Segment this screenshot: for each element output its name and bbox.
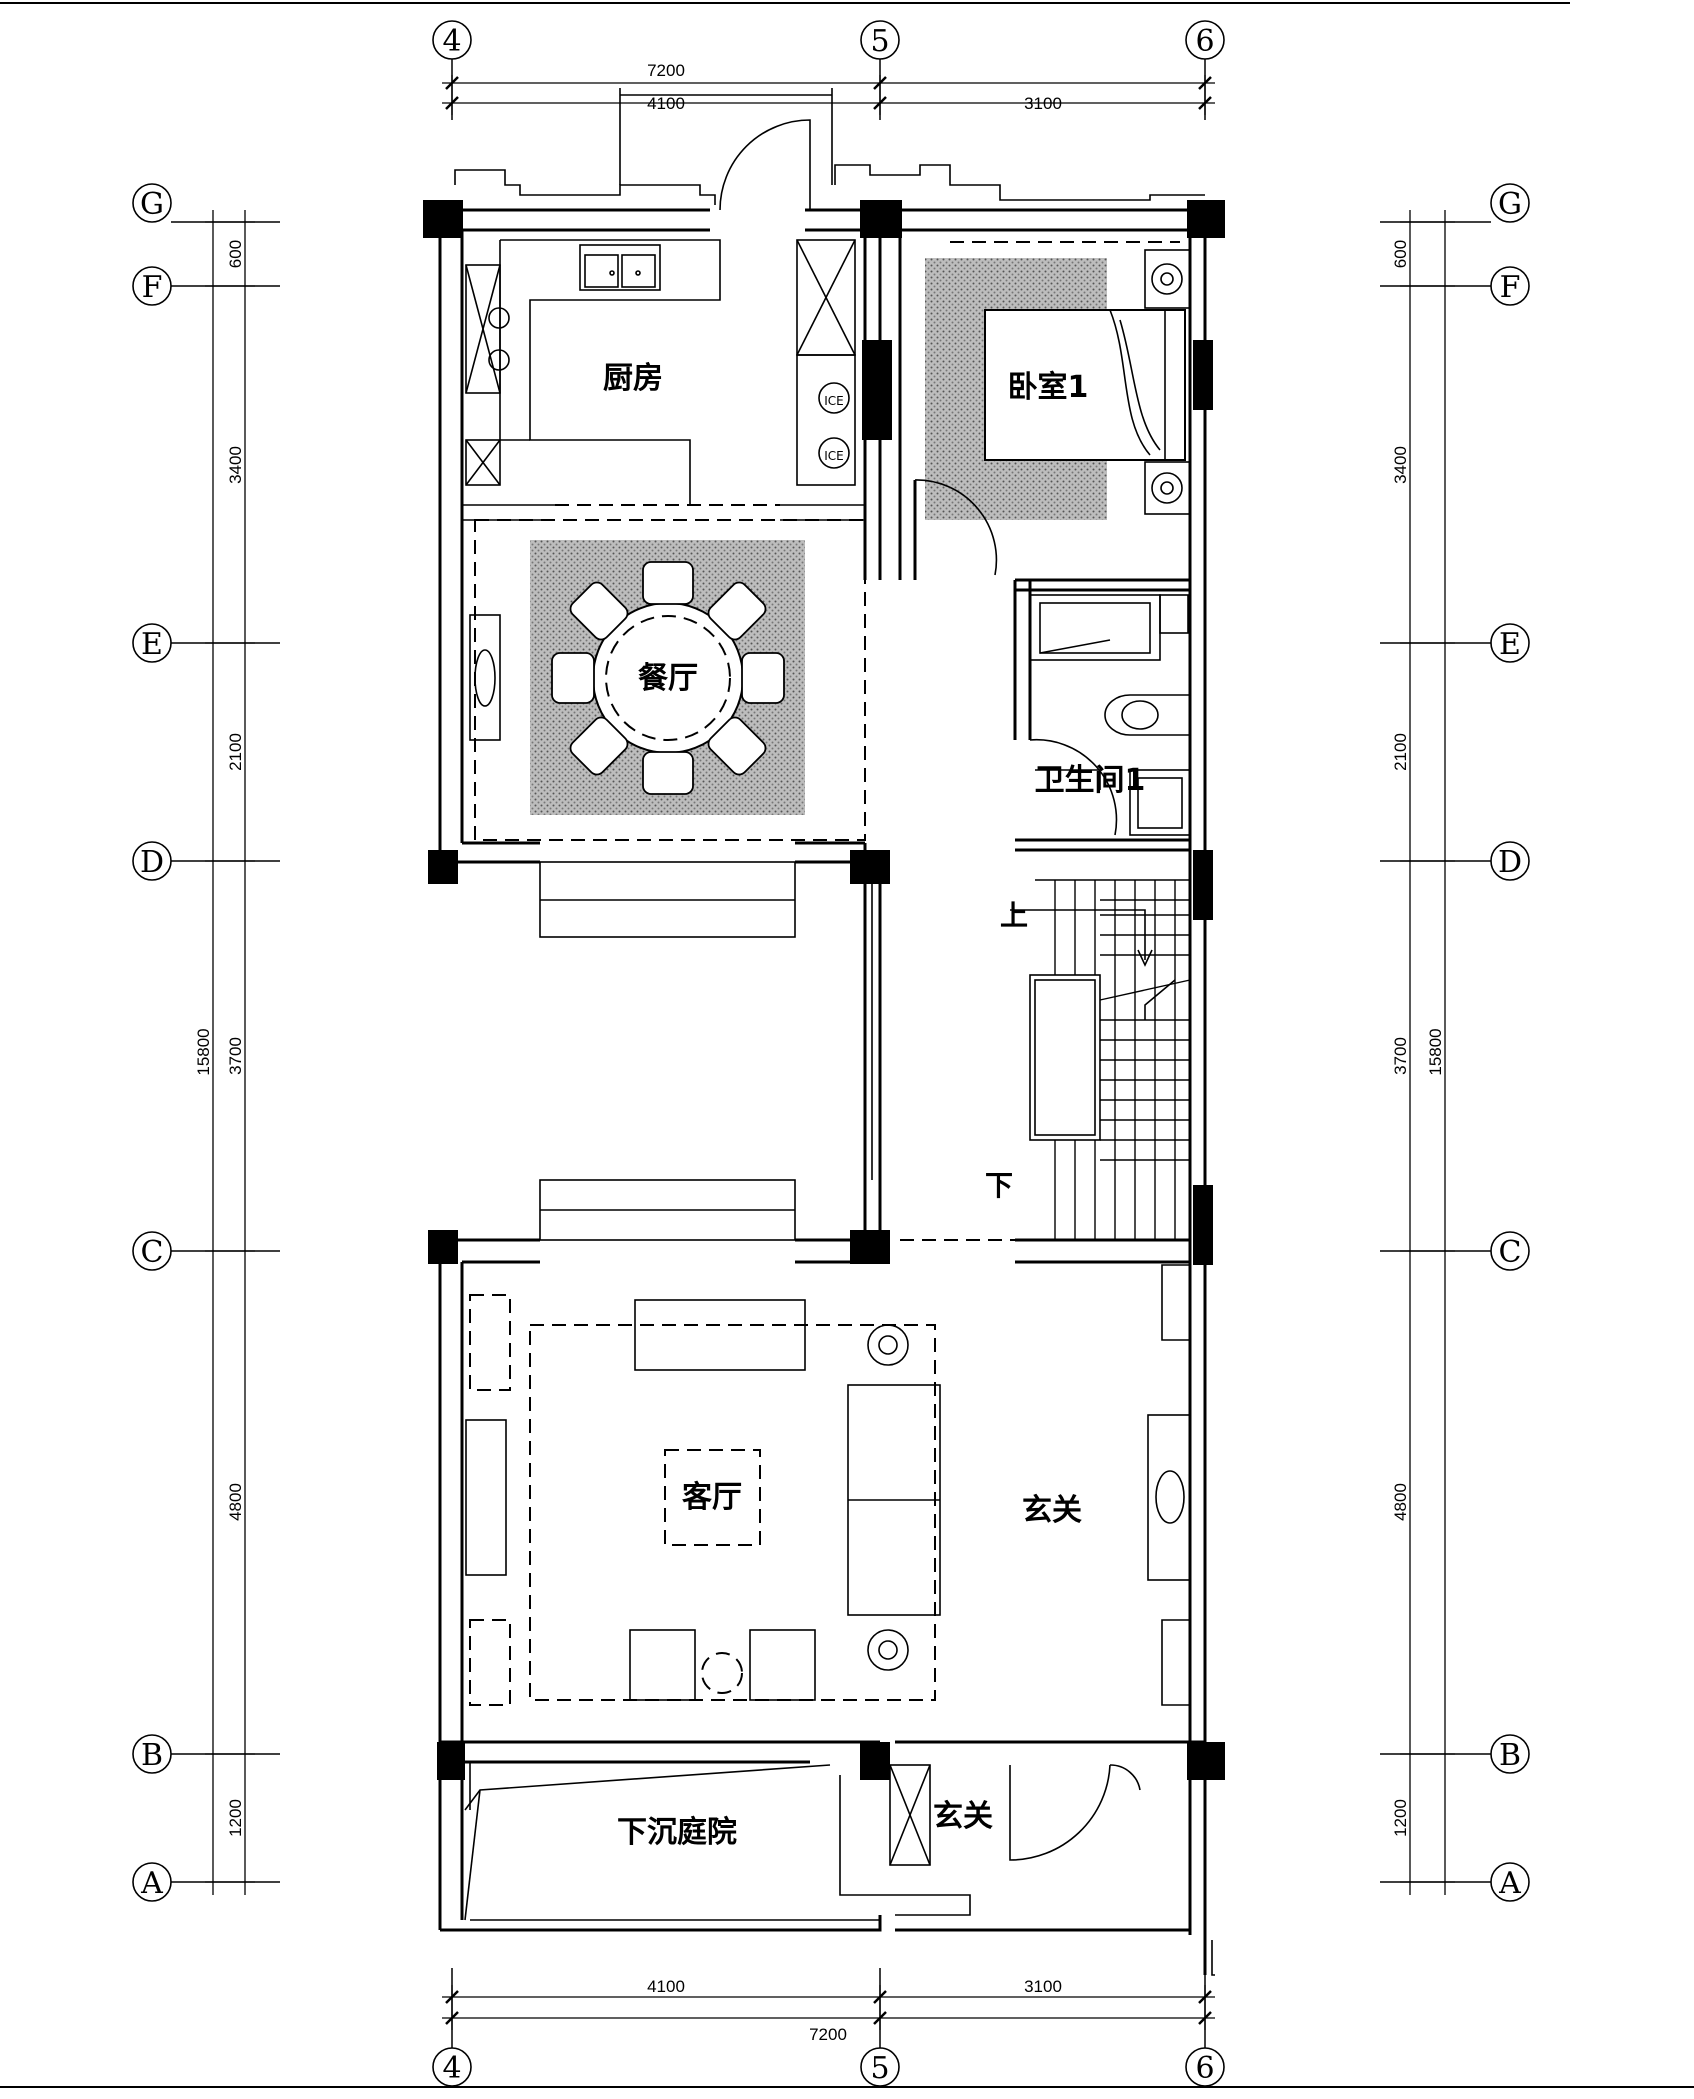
bathroom-label: 卫生间1: [1035, 763, 1146, 798]
courtyard-label: 下沉庭院: [617, 1815, 737, 1850]
dimension-ticks: [445, 76, 1212, 2025]
dim-left-1: 3400: [226, 446, 245, 484]
foyer-label: 玄关: [1022, 1493, 1082, 1528]
dimension-lines: [205, 75, 1455, 2030]
dim-left-5: 1200: [226, 1799, 245, 1837]
stair-down-label: 下: [985, 1169, 1013, 1202]
kitchen-fixtures: [465, 239, 856, 505]
axis-col-6-bottom: 6: [1195, 2051, 1214, 2086]
dim-right-1: 3400: [1391, 446, 1410, 484]
living-label: 客厅: [682, 1480, 742, 1515]
dim-right-total: 15800: [1426, 1028, 1445, 1075]
ice-label-2: ICE: [824, 449, 844, 463]
axis-row-F-right: F: [1500, 270, 1521, 305]
dim-left-0: 600: [226, 240, 245, 268]
axis-bubbles: 4 5 6 4 5 6 G F E D C B A G F E D: [132, 20, 1530, 2087]
dim-bottom-left: 4100: [647, 1977, 685, 1996]
ice-label-1: ICE: [824, 394, 844, 408]
axis-col-4-top: 4: [442, 24, 461, 59]
dim-right-5: 1200: [1391, 1799, 1410, 1837]
dim-left-4: 4800: [226, 1483, 245, 1521]
dim-right-2: 2100: [1391, 733, 1410, 771]
dim-top-right: 3100: [1024, 94, 1062, 113]
dim-bottom-total: 7200: [809, 2025, 847, 2044]
living-area: [465, 1264, 1191, 1706]
axis-col-5-bottom: 5: [870, 2051, 889, 2086]
axis-row-A-left: A: [140, 1866, 163, 1901]
dim-left-total: 15800: [194, 1028, 213, 1075]
axis-row-B-right: B: [1499, 1738, 1521, 1773]
bedroom-area: [914, 241, 1191, 576]
entry-area: [464, 1762, 1141, 1921]
bedroom-label: 卧室1: [1008, 370, 1089, 405]
axis-row-G-left: G: [140, 187, 164, 222]
dim-bottom-right: 3100: [1024, 1977, 1062, 1996]
axis-col-6-top: 6: [1195, 24, 1214, 59]
dining-area: [469, 519, 866, 841]
stair-up-label: 上: [1000, 899, 1028, 932]
axis-row-C-right: C: [1499, 1235, 1522, 1270]
dim-left-2: 2100: [226, 733, 245, 771]
axis-row-D-left: D: [140, 845, 164, 880]
dining-label: 餐厅: [638, 661, 698, 696]
axis-row-G-right: G: [1498, 187, 1522, 222]
axis-col-5-top: 5: [870, 24, 889, 59]
dim-right-0: 600: [1391, 240, 1410, 268]
dim-top-total: 7200: [647, 61, 685, 80]
axis-row-C-left: C: [141, 1235, 164, 1270]
entry-label: 玄关: [933, 1799, 993, 1834]
axis-lines: [171, 59, 1491, 2048]
axis-row-E-left: E: [141, 627, 163, 662]
dim-right-3: 3700: [1391, 1037, 1410, 1075]
structural-columns: [423, 200, 1225, 1780]
axis-row-B-left: B: [141, 1738, 163, 1773]
axis-col-4-bottom: 4: [442, 2051, 461, 2086]
dim-top-left: 4100: [647, 94, 685, 113]
axis-row-A-right: A: [1498, 1866, 1521, 1901]
dim-left-3: 3700: [226, 1037, 245, 1075]
kitchen-label: 厨房: [603, 361, 663, 396]
window-bays: [539, 861, 796, 1241]
bathroom-area: [1029, 594, 1191, 836]
north-door: [719, 119, 811, 211]
axis-row-D-right: D: [1498, 845, 1522, 880]
axis-row-F-left: F: [142, 270, 163, 305]
dim-right-4: 4800: [1391, 1483, 1410, 1521]
axis-row-E-right: E: [1499, 627, 1521, 662]
staircase: [900, 879, 1191, 1241]
